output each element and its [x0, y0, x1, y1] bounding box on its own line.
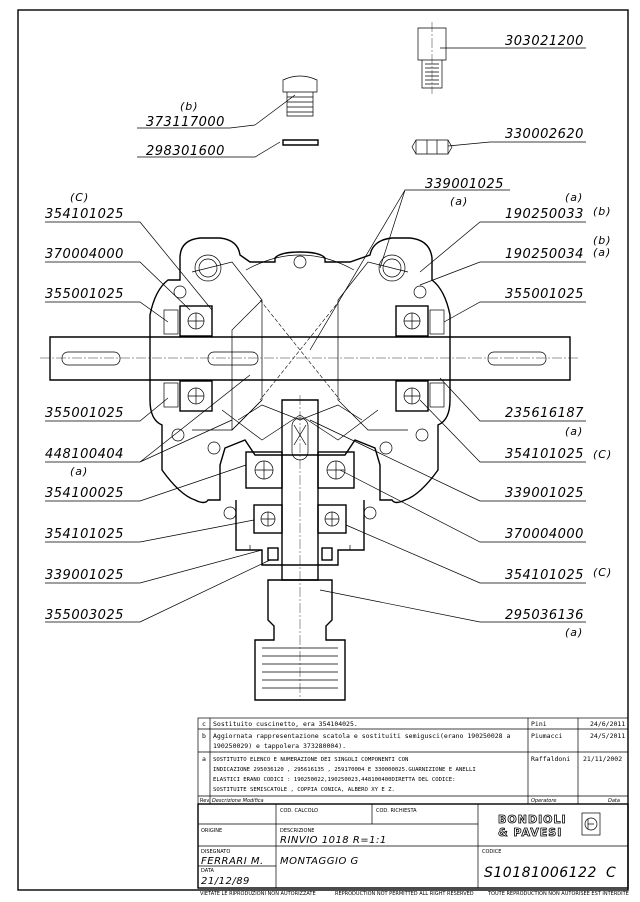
cod-richiesta-label: COD. RICHIESTA [376, 808, 417, 814]
callout-235616187: 235616187 [505, 406, 584, 421]
callout-354101025-right-2-tag: (C) [593, 566, 612, 579]
disegnato-label: DISEGNATO [201, 849, 230, 855]
callout-330002620: 330002620 [505, 127, 584, 142]
drawn-by: FERRARI M. [201, 856, 264, 867]
drawing-code: S10181006122 [484, 865, 597, 881]
callout-370004000-right: 370004000 [505, 527, 584, 542]
revision-b-letter: b [202, 732, 206, 740]
callout-339001025-top: 339001025 [425, 177, 504, 192]
revision-a-text-2: INDICAZIONE 295036120 , 295616135 , 2591… [213, 767, 476, 773]
callout-339001025-top-tag: (a) [450, 195, 468, 208]
rev-header-rev: Rev. [200, 798, 211, 804]
callout-373117000: 373117000 [146, 115, 225, 130]
callout-354101025-right-1-tag: (C) [593, 448, 612, 461]
bondioli-pavesi-logo: BONDIOLI & PAVESI [498, 813, 601, 839]
callout-355001025-left-1: 355001025 [45, 287, 124, 302]
screw-part [417, 22, 447, 94]
drawing-code-rev: C [606, 865, 616, 881]
revision-table: c Sostituito cuscinetto, era 354104025. … [197, 717, 629, 805]
callout-298301600: 298301600 [146, 144, 225, 159]
callout-354101025-right-1: 354101025 [505, 447, 584, 462]
callout-370004000-left: 370004000 [45, 247, 124, 262]
codice-label: CODICE [482, 849, 501, 855]
descrizione-label: DESCRIZIONE [280, 828, 314, 834]
callout-295036136-tag: (a) [565, 626, 583, 639]
revision-c-by: Pini [531, 720, 547, 728]
footer-notice: VIETATE LE RIPRODUZIONI NON AUTORIZZATE … [200, 891, 629, 897]
revision-a-text-4: SOSTITUITE SEMISCATOLE , COPPIA CONICA, … [213, 787, 395, 793]
rev-header-operator: Operatore [531, 798, 556, 804]
rev-header-date: Data [608, 798, 620, 804]
callout-303021200: 303021200 [505, 34, 584, 49]
callout-354100025: 354100025 [45, 486, 124, 501]
footer-left: VIETATE LE RIPRODUZIONI NON AUTORIZZATE [200, 891, 316, 897]
callout-448100404-tag: (a) [70, 465, 88, 478]
drawing-frame [17, 9, 629, 891]
revision-c-date: 24/6/2011 [590, 720, 625, 728]
revision-b-date: 24/5/2011 [590, 732, 625, 740]
svg-text:& PAVESI: & PAVESI [498, 826, 562, 839]
origine-label: ORIGINE [201, 828, 222, 834]
callout-339001025-right: 339001025 [505, 486, 584, 501]
callout-190250033-tag-a: (a) [565, 191, 583, 204]
callout-190250033: 190250033 [505, 207, 584, 222]
footer-mid: REPRODUCTION NOT PERMITTED ALL RIGHT RES… [335, 891, 474, 897]
left-keyway [61, 351, 121, 366]
nut-part [411, 139, 453, 155]
right-keyway [487, 351, 547, 366]
revision-c-text: Sostituito cuscinetto, era 354104025. [213, 720, 358, 728]
revision-a-text-1: SOSTITUITO ELENCO E NUMERAZIONE DEI SING… [213, 757, 408, 763]
revision-a-text-3: ELASTICI ERANO CODICI : 190250022,190250… [213, 777, 455, 783]
leader-lines [45, 47, 586, 623]
callout-373117000-tag: (b) [180, 100, 199, 113]
callout-labels: 303021200 (b) 373117000 330002620 298301… [45, 34, 612, 639]
callout-235616187-tag: (a) [565, 425, 583, 438]
callout-355003025: 355003025 [45, 608, 124, 623]
plug-part [282, 75, 318, 117]
callout-355001025-left-2: 355001025 [45, 406, 124, 421]
drawing-date: 21/12/89 [201, 876, 250, 887]
left-bearings [163, 305, 213, 412]
revision-b-text-2: 190250029) e tappolera 373280004). [213, 742, 346, 750]
gearbox-housing [149, 237, 451, 520]
revision-b-text-1: Aggiornata rappresentazione scatola e so… [213, 732, 510, 740]
revision-a-date: 21/11/2002 [583, 755, 622, 763]
washer-part [282, 139, 319, 146]
callout-354101025-l1: 354101025 [45, 207, 124, 222]
callout-295036136: 295036136 [505, 608, 584, 623]
revision-a-by: Raffaldoni [531, 755, 570, 763]
callout-355001025-right-1: 355001025 [505, 287, 584, 302]
revision-c-letter: c [202, 720, 206, 728]
rev-header-desc: Descrizione Modifica [212, 798, 264, 804]
callout-354101025-l1-tag: (C) [70, 191, 89, 204]
callout-448100404: 448100404 [45, 447, 124, 462]
callout-190250034-tag-b: (b) [593, 234, 612, 247]
svg-text:BONDIOLI: BONDIOLI [498, 813, 567, 826]
right-bearings [395, 305, 445, 412]
callout-190250033-tag-b: (b) [593, 205, 612, 218]
revision-b-by: Piumacci [531, 732, 562, 740]
description-line-2: MONTAGGIO G [280, 856, 359, 867]
lower-bearings [235, 451, 365, 566]
callout-190250034: 190250034 [505, 247, 584, 262]
data-label: DATA [201, 868, 214, 874]
callout-339001025-left: 339001025 [45, 568, 124, 583]
title-block: COD. CALCOLO COD. RICHIESTA ORIGINE DESC… [197, 803, 629, 889]
horizontal-shaft [40, 336, 580, 381]
revision-a-letter: a [202, 755, 206, 763]
description-line-1: RINVIO 1018 R=1:1 [280, 835, 387, 846]
callout-354101025-left-2: 354101025 [45, 527, 124, 542]
footer-right: TOUTE REPRODUCTION NON AUTORISEE EST INT… [487, 891, 629, 897]
callout-190250034-tag-a: (a) [593, 246, 611, 259]
cod-calcolo-label: COD. CALCOLO [280, 808, 318, 814]
callout-354101025-right-2: 354101025 [505, 568, 584, 583]
